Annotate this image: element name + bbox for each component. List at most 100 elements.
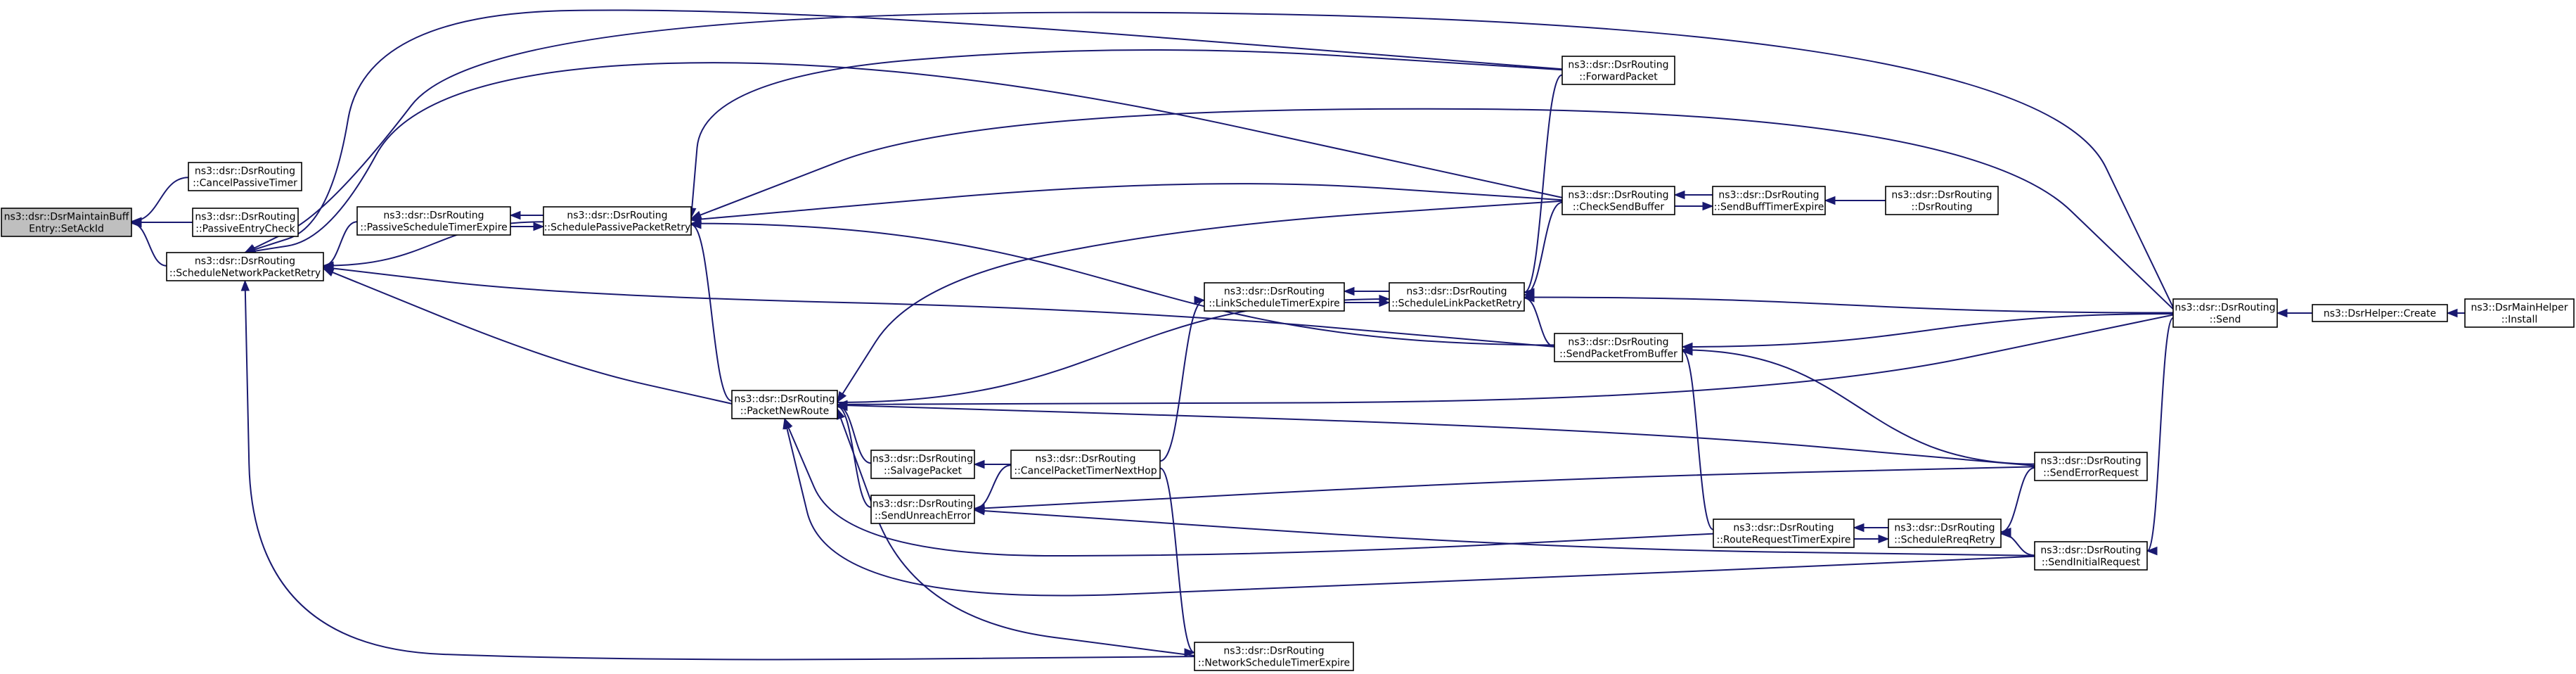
node-label-line: ::SendErrorRequest [2043,468,2139,479]
node-schedrreqretry[interactable]: ns3::dsr::DsrRouting::ScheduleRreqRetry [1888,519,2002,548]
node-label-line: ::SchedulePassivePacketRetry [544,222,691,234]
node-box[interactable] [1561,186,1675,215]
node-label-line: ::SalvagePacket [884,466,962,477]
node-salvage[interactable]: ns3::dsr::DsrRouting::SalvagePacket [870,450,975,479]
arrowhead-send-to-sendinitial [2146,546,2158,556]
node-box[interactable] [1561,56,1675,85]
node-label-line: ns3::dsr::DsrRouting [1891,190,1992,201]
arrowhead-sendbuffexpire-to-checksend [1673,190,1685,200]
edge-send-to-schedlinkretry [1524,296,2174,314]
arrowhead-sendinitial-to-schedrreqretry [1999,529,2011,538]
edge-sendfrombuffer-to-schedpassiveretry [690,222,1555,346]
arrowhead-checksend-to-packetnewroute [837,390,847,403]
node-box[interactable] [1712,186,1826,215]
node-label-line: ns3::dsr::DsrRouting [2175,303,2275,314]
node-label-line: ::SendPacketFromBuffer [1559,349,1677,360]
node-passiveentry[interactable]: ns3::dsr::DsrRouting::PassiveEntryCheck [192,208,299,237]
node-send[interactable]: ns3::dsr::DsrRouting::Send [2172,298,2278,328]
node-box[interactable] [1888,519,2002,548]
node-passiveschedexp[interactable]: ns3::dsr::DsrRouting::PassiveScheduleTim… [356,206,511,236]
node-label-line: ns3::DsrHelper::Create [2324,308,2436,319]
node-box[interactable] [1194,642,1354,671]
node-sendinitial[interactable]: ns3::dsr::DsrRouting::SendInitialRequest [2034,541,2148,571]
node-box[interactable] [2464,298,2575,328]
node-box[interactable] [731,390,838,419]
node-box[interactable] [356,206,511,236]
node-netschedexp[interactable]: ns3::dsr::DsrRouting::NetworkScheduleTim… [1194,642,1354,671]
arrowhead-schedpassiveretry-to-passiveschedexp [509,210,521,220]
node-layer: ns3::dsr::DsrMaintainBuffEntry::SetAckId… [1,56,2575,671]
node-box[interactable] [188,162,302,191]
node-box[interactable] [1885,186,1999,215]
node-box[interactable] [870,450,975,479]
node-label-line: ::ScheduleNetworkPacketRetry [169,268,321,279]
node-label-line: ::CancelPacketTimerNextHop [1014,466,1157,477]
node-label-line: ns3::dsr::DsrRouting [2040,456,2141,467]
edge-senderrreq-to-sendunreach [974,466,2035,510]
node-box[interactable] [2034,452,2148,481]
node-packetnewroute[interactable]: ns3::dsr::DsrRouting::PacketNewRoute [731,390,838,419]
edge-forward-to-schedpassiveretry [690,49,1563,219]
node-box[interactable] [870,495,975,524]
node-box[interactable] [1389,282,1525,312]
edge-checksend-to-schedpassiveretry [690,183,1563,221]
node-box[interactable] [1,208,132,237]
node-label-line: ::ScheduleRreqRetry [1894,535,1995,546]
arrowhead-helpercreate-to-send [2276,308,2288,318]
node-ctor[interactable]: ns3::dsr::DsrRouting::DsrRouting [1885,186,1999,215]
edge-netschedexp-to-schednetretry [244,280,1195,661]
node-box[interactable] [1554,333,1683,362]
node-label-line: ns3::dsr::DsrRouting [872,499,973,510]
node-rreqexpire[interactable]: ns3::dsr::DsrRouting::RouteRequestTimerE… [1713,519,1855,548]
node-label-line: ns3::DsrMainHelper [2471,303,2568,314]
node-forward[interactable]: ns3::dsr::DsrRouting::ForwardPacket [1561,56,1675,85]
node-label-line: ::PassiveScheduleTimerExpire [360,222,508,234]
node-schedlinkretry[interactable]: ns3::dsr::DsrRouting::ScheduleLinkPacket… [1389,282,1525,312]
edge-packetnewroute-to-schedpassiveretry [690,224,733,402]
node-box[interactable] [166,252,324,281]
arrowhead-schednetretry-to-setackid [130,219,142,228]
node-box[interactable] [2172,298,2278,328]
edge-rreqexpire-to-sendfrombuffer [1682,350,1714,530]
node-sendbuffexpire[interactable]: ns3::dsr::DsrRouting::SendBuffTimerExpir… [1712,186,1826,215]
node-cancelpassive[interactable]: ns3::dsr::DsrRouting::CancelPassiveTimer [188,162,302,191]
edge-senderrreq-to-schedrreqretry [2000,466,2035,533]
node-label-line: ::SendBuffTimerExpire [1714,202,1824,213]
arrowhead-packetnewroute-to-schedlinkretry [1379,294,1391,304]
edge-schednetretry-to-setackid [131,222,167,267]
node-box[interactable] [1713,519,1855,548]
edge-send-to-schedpassiveretry [690,108,2174,310]
node-label-line: ::Install [2501,314,2538,326]
node-label-line: ns3::dsr::DsrRouting [1223,646,1324,657]
arrowhead-cancelnexthop-to-linkschedexp [1194,295,1206,305]
node-linkschedexp[interactable]: ns3::dsr::DsrRouting::LinkScheduleTimerE… [1204,282,1345,312]
edge-checksend-to-schedlinkretry [1524,201,1563,296]
node-sendfrombuffer[interactable]: ns3::dsr::DsrRouting::SendPacketFromBuff… [1554,333,1683,362]
arrowhead-schedrreqretry-to-rreqexpire [1853,523,1865,533]
node-box[interactable] [2034,541,2148,571]
node-box[interactable] [1204,282,1345,312]
node-schednetretry[interactable]: ns3::dsr::DsrRouting::ScheduleNetworkPac… [166,252,324,281]
edge-send-to-sendfrombuffer [1682,312,2174,348]
node-sendunreach[interactable]: ns3::dsr::DsrRouting::SendUnreachError [870,495,975,524]
edge-checksend-to-schednetretry [245,62,1563,253]
node-senderrreq[interactable]: ns3::dsr::DsrRouting::SendErrorRequest [2034,452,2148,481]
node-schedpassiveretry[interactable]: ns3::dsr::DsrRouting::SchedulePassivePac… [543,206,692,236]
node-box[interactable] [1010,450,1161,479]
edge-sendfrombuffer-to-schednetretry [323,266,1555,348]
node-helpercreate[interactable]: ns3::DsrHelper::Create [2312,304,2448,322]
arrowhead-send-to-schedpassiveretry [690,210,702,220]
edge-sendfrombuffer-to-schedlinkretry [1524,297,1555,348]
node-box[interactable] [543,206,692,236]
node-box[interactable] [2312,304,2448,322]
node-install[interactable]: ns3::DsrMainHelper::Install [2464,298,2575,328]
arrowhead-checksend-to-sendbuffexpire [1702,201,1714,211]
node-label-line: ns3::dsr::DsrRouting [2040,545,2141,557]
node-checksend[interactable]: ns3::dsr::DsrRouting::CheckSendBuffer [1561,186,1675,215]
node-box[interactable] [192,208,299,237]
arrowhead-sendinitial-to-packetnewroute [783,417,792,430]
node-label-line: ns3::dsr::DsrRouting [1035,454,1135,465]
node-cancelnexthop[interactable]: ns3::dsr::DsrRouting::CancelPacketTimerN… [1010,450,1161,479]
